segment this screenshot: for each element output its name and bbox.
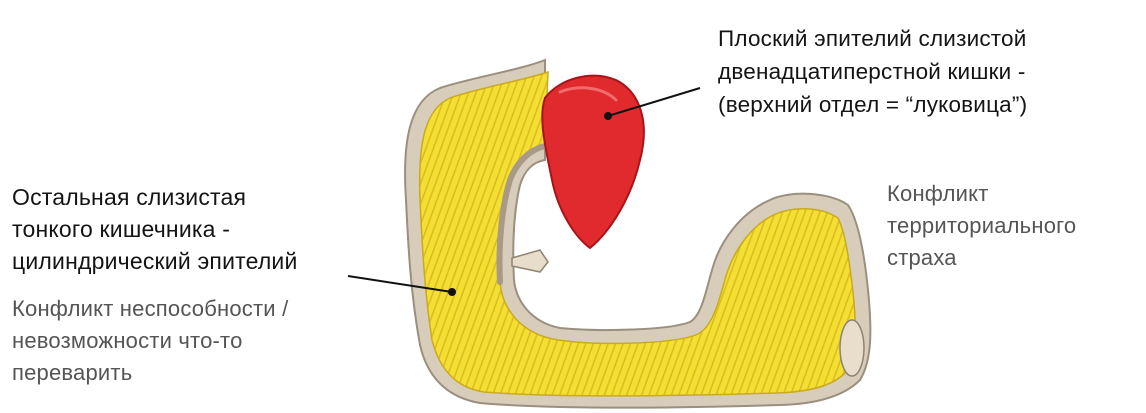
mucosa-label-line-2: тонкого кишечника - xyxy=(12,213,298,245)
pointer-mucosa-dot xyxy=(448,288,456,296)
mucosa-epithelium-label: Остальная слизистая тонкого кишечника - … xyxy=(12,181,298,277)
vessel-stub xyxy=(512,250,548,272)
territorial-conflict-label: Конфликт территориального страха xyxy=(887,178,1076,274)
bulb-label-line-2: двенадцатиперстной кишки - xyxy=(718,55,1027,88)
duodenal-bulb xyxy=(542,76,644,248)
pointer-bulb-dot xyxy=(604,112,612,120)
territorial-conflict-line-1: Конфликт xyxy=(887,178,1076,210)
duodenum-cut-end xyxy=(840,320,864,376)
bulb-epithelium-label: Плоский эпителий слизистой двенадцатипер… xyxy=(718,22,1027,121)
bulb-label-line-3: (верхний отдел = “луковица”) xyxy=(718,88,1027,121)
bulb-label-line-1: Плоский эпителий слизистой xyxy=(718,22,1027,55)
digestion-conflict-line-2: невозможности что-то xyxy=(12,325,288,357)
mucosa-label-line-3: цилиндрический эпителий xyxy=(12,245,298,277)
territorial-conflict-line-3: страха xyxy=(887,242,1076,274)
territorial-conflict-line-2: территориального xyxy=(887,210,1076,242)
digestion-conflict-line-1: Конфликт неспособности / xyxy=(12,293,288,325)
mucosa-label-line-1: Остальная слизистая xyxy=(12,181,298,213)
digestion-conflict-label: Конфликт неспособности / невозможности ч… xyxy=(12,293,288,389)
digestion-conflict-line-3: переварить xyxy=(12,357,288,389)
